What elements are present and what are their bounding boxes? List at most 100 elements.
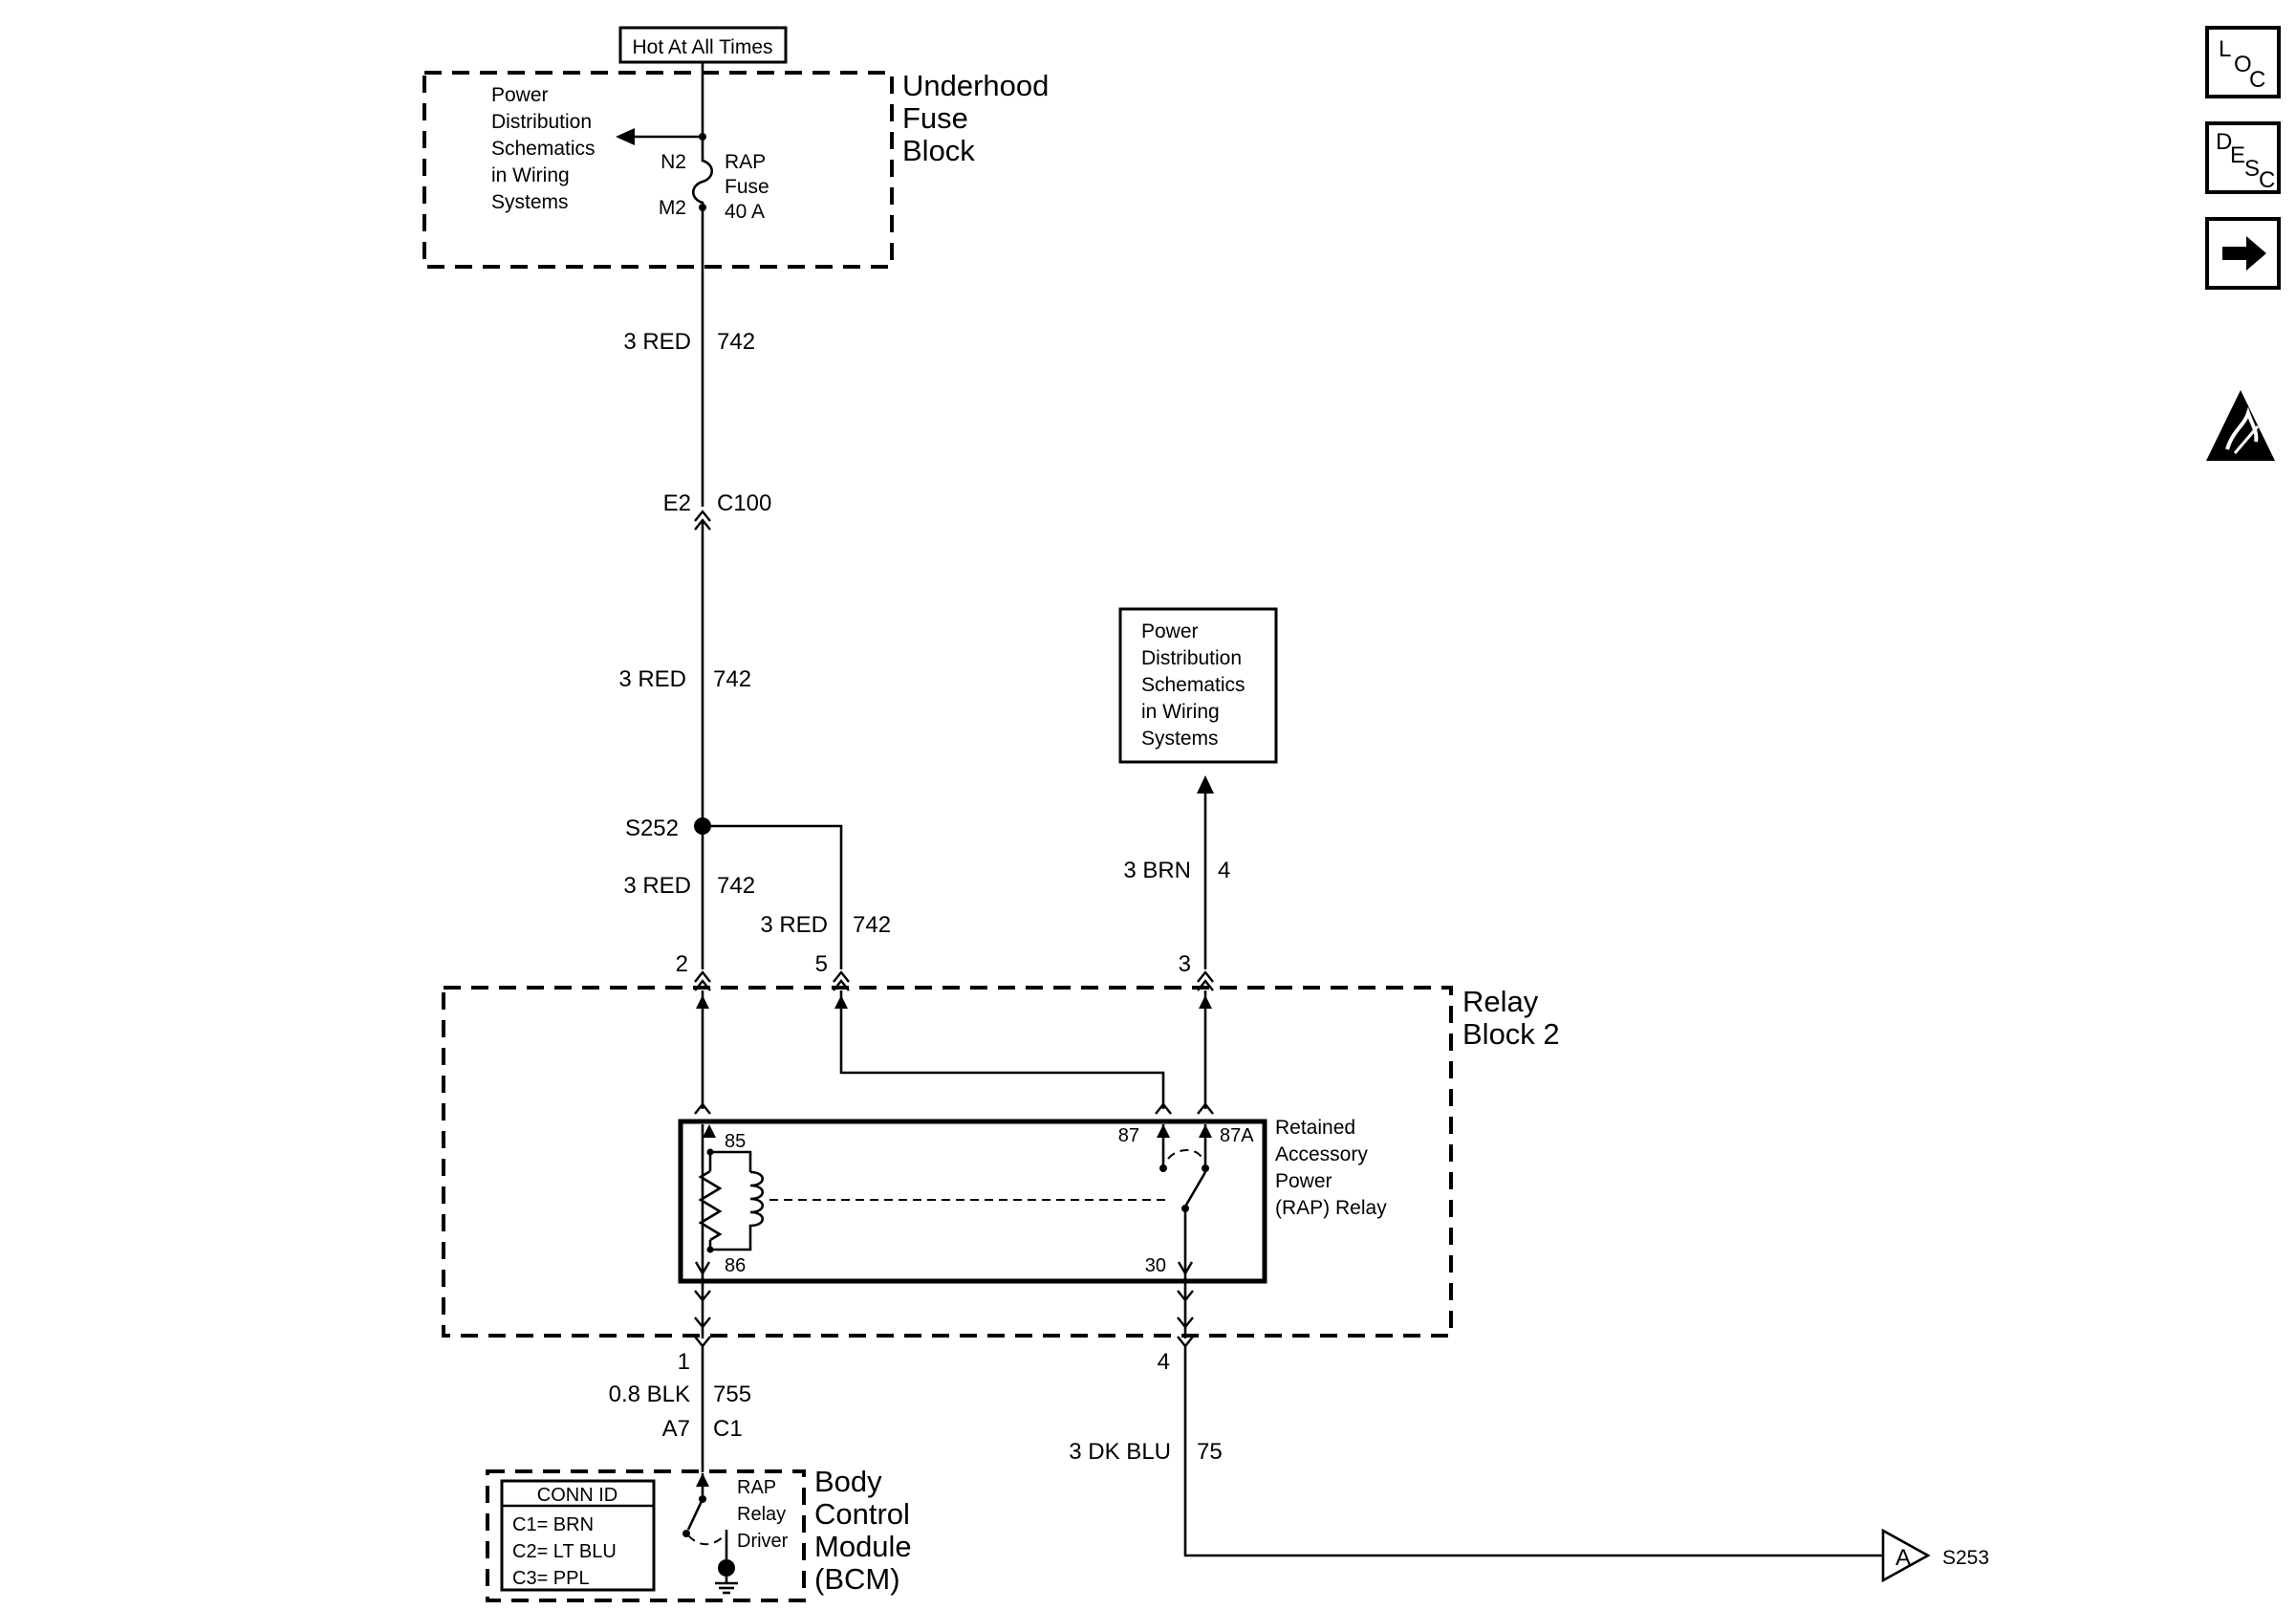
rap-relay-name-2: Accessory bbox=[1275, 1143, 1368, 1165]
bcm-title-2: Control bbox=[814, 1497, 910, 1531]
bcm-title-1: Body bbox=[814, 1465, 882, 1498]
offpage-connector-a: A S253 bbox=[1881, 1528, 1989, 1583]
loc-button[interactable]: L O C bbox=[2205, 26, 2281, 98]
relay-switch-icon bbox=[1183, 1171, 1207, 1208]
pin-86: 86 bbox=[725, 1255, 746, 1276]
pin-87a: 87A bbox=[1220, 1125, 1254, 1146]
wire-4-circuit: 4 bbox=[1218, 858, 1230, 883]
wire-742-c-size: 3 RED bbox=[623, 873, 691, 899]
fuse-pin-in: N2 bbox=[661, 151, 686, 173]
pin-5: 5 bbox=[815, 951, 828, 977]
splice-label: S252 bbox=[625, 816, 679, 841]
hot-at-all-times-box: Hot At All Times bbox=[618, 26, 788, 64]
wire-755-size: 0.8 BLK bbox=[609, 1382, 690, 1407]
pin-2: 2 bbox=[676, 951, 688, 977]
conn-id-row-2: C2= LT BLU bbox=[512, 1541, 617, 1562]
pin-4: 4 bbox=[1158, 1349, 1170, 1375]
body-control-module: Body Control Module (BCM) CONN ID C1= BR… bbox=[486, 1465, 912, 1602]
relay-bottom-connectors: 1 4 bbox=[678, 1316, 1194, 1375]
uh-pd-line-4: in Wiring bbox=[491, 164, 570, 186]
uh-pd-line-3: Schematics bbox=[491, 138, 596, 160]
c100-pin: E2 bbox=[663, 490, 691, 516]
c100-name: C100 bbox=[717, 490, 771, 516]
desc-letter-e: E bbox=[2230, 142, 2245, 168]
fuse-label-1: RAP bbox=[725, 151, 766, 173]
pd-line-5: Systems bbox=[1141, 728, 1219, 750]
relay-block-title-2: Block 2 bbox=[1462, 1017, 1560, 1051]
loc-letter-o: O bbox=[2234, 52, 2252, 77]
fuse-label-2: Fuse bbox=[725, 176, 769, 198]
wire-75-size: 3 DK BLU bbox=[1069, 1439, 1171, 1465]
wire-75-circuit: 75 bbox=[1197, 1439, 1223, 1465]
offpage-letter: A bbox=[1895, 1545, 1911, 1571]
pd-up-arrow-icon bbox=[1197, 775, 1214, 794]
wire-742-b-size: 3 RED bbox=[618, 666, 686, 692]
arrow-right-icon bbox=[2222, 236, 2266, 271]
pin-3: 3 bbox=[1179, 951, 1191, 977]
rap-relay-name-3: Power bbox=[1275, 1170, 1332, 1192]
esd-warning-icon bbox=[2206, 390, 2275, 461]
wire-755-circuit: 755 bbox=[713, 1382, 751, 1407]
bcm-driver-1: RAP bbox=[737, 1477, 776, 1498]
relay-resistor-icon bbox=[698, 1169, 723, 1242]
rap-relay-name-4: (RAP) Relay bbox=[1275, 1197, 1387, 1219]
wire-742-b-circuit: 742 bbox=[713, 666, 751, 692]
pin-1: 1 bbox=[678, 1349, 690, 1375]
pd-arrow-icon bbox=[616, 128, 635, 145]
desc-button[interactable]: D E S C bbox=[2205, 121, 2281, 194]
conn-id-row-3: C3= PPL bbox=[512, 1568, 590, 1589]
uh-pd-line-5: Systems bbox=[491, 191, 569, 213]
bcm-title-4: (BCM) bbox=[814, 1562, 900, 1596]
wire-742-a-circuit: 742 bbox=[717, 329, 755, 355]
connector-c100: E2 C100 bbox=[663, 490, 771, 531]
relay-87-wire bbox=[839, 990, 1165, 1109]
desc-letter-s: S bbox=[2244, 156, 2260, 182]
rap-relay-name-1: Retained bbox=[1275, 1117, 1355, 1139]
loc-letter-l: L bbox=[2219, 36, 2231, 62]
desc-letter-d: D bbox=[2216, 129, 2232, 155]
underhood-title-1: Underhood bbox=[902, 69, 1049, 102]
wire-742-branch bbox=[703, 824, 843, 969]
hot-label: Hot At All Times bbox=[632, 36, 772, 58]
relay-block-2: Relay Block 2 Retained Accessory Power (… bbox=[442, 985, 1560, 1338]
pin-87: 87 bbox=[1118, 1125, 1139, 1146]
fuse-pin-out: M2 bbox=[659, 197, 686, 219]
wire-742-a-size: 3 RED bbox=[623, 329, 691, 355]
relay-top-connectors: 2 5 3 bbox=[676, 951, 1214, 991]
conn-id-row-1: C1= BRN bbox=[512, 1514, 594, 1535]
uh-pd-line-2: Distribution bbox=[491, 111, 592, 133]
offpage-label: S253 bbox=[1942, 1547, 1989, 1569]
pd-line-3: Schematics bbox=[1141, 674, 1245, 696]
wire-742-d-size: 3 RED bbox=[760, 912, 828, 938]
relay-coil-icon bbox=[710, 1170, 764, 1251]
bcm-connector-name: C1 bbox=[713, 1416, 743, 1442]
conn-id-table bbox=[500, 1479, 656, 1592]
bcm-driver-switch-icon bbox=[686, 1498, 704, 1531]
pin-30: 30 bbox=[1145, 1255, 1166, 1276]
underhood-title-3: Block bbox=[902, 134, 975, 167]
pd-line-4: in Wiring bbox=[1141, 701, 1220, 723]
relay-block-title-1: Relay bbox=[1462, 985, 1539, 1018]
fuse-label-3: 40 A bbox=[725, 201, 765, 223]
uh-pd-line-1: Power bbox=[491, 84, 549, 106]
rap-fuse-icon bbox=[691, 137, 714, 207]
loc-letter-c: C bbox=[2249, 67, 2265, 93]
wire-742-d-circuit: 742 bbox=[853, 912, 891, 938]
wire-742-c-circuit: 742 bbox=[717, 873, 755, 899]
pin-85: 85 bbox=[725, 1131, 746, 1152]
underhood-title-2: Fuse bbox=[902, 101, 968, 135]
underhood-fuse-block: Underhood Fuse Block Power Distribution … bbox=[422, 69, 1049, 269]
power-distribution-box: Power Distribution Schematics in Wiring … bbox=[1118, 607, 1278, 764]
bcm-connector-pin: A7 bbox=[662, 1416, 690, 1442]
desc-letter-c: C bbox=[2259, 167, 2275, 193]
pd-line-1: Power bbox=[1141, 620, 1199, 642]
pd-line-2: Distribution bbox=[1141, 647, 1242, 669]
conn-id-title: CONN ID bbox=[537, 1485, 617, 1506]
next-button[interactable] bbox=[2205, 217, 2281, 290]
rap-relay bbox=[678, 1119, 1267, 1284]
wire-4-size: 3 BRN bbox=[1123, 858, 1191, 883]
wire-75 bbox=[1183, 1346, 1883, 1557]
bcm-driver-3: Driver bbox=[737, 1531, 789, 1552]
bcm-driver-2: Relay bbox=[737, 1504, 786, 1525]
